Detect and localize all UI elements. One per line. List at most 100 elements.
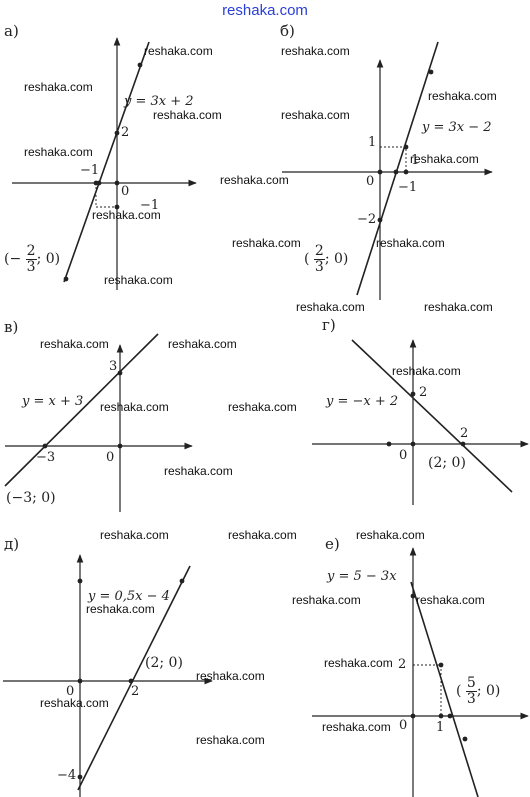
graph-v (4, 333, 193, 512)
graph-d-equation: y = 0,5x − 4 (88, 589, 170, 604)
site-header-link[interactable]: reshaka.com (222, 2, 308, 19)
watermark: reshaka.com (424, 300, 493, 314)
graph-d-point-origin (77, 678, 83, 684)
graph-b-point-origin (377, 169, 383, 175)
graph-b-function-line (356, 41, 439, 296)
watermark: reshaka.com (376, 236, 445, 250)
graph-v-origin-label: 0 (106, 450, 115, 465)
watermark: reshaka.com (428, 89, 497, 103)
graph-v-point-x-intercept (42, 443, 48, 449)
graph-e-origin-label: 0 (399, 718, 408, 733)
graph-b-tick-x: 1 (411, 153, 420, 168)
graph-v-point-origin (117, 443, 123, 449)
graph-e-point-one (438, 713, 444, 719)
graph-b-tick-y-neg: −2 (357, 212, 377, 227)
graph-a-tick-x-neg: −1 (80, 163, 100, 178)
graph-b-point-guide (403, 144, 409, 150)
watermark: reshaka.com (40, 337, 109, 351)
graph-e-point-guide (438, 662, 444, 668)
watermark: reshaka.com (164, 464, 233, 478)
graph-b-origin-label: 0 (366, 174, 375, 189)
graph-a-point-origin (114, 180, 120, 186)
watermark: reshaka.com (292, 593, 361, 607)
part-label-a: а) (4, 22, 19, 40)
graph-g-tick-y: 2 (419, 385, 428, 400)
graph-b-point-x-intercept (393, 169, 399, 175)
watermark: reshaka.com (232, 236, 301, 250)
watermark: reshaka.com (228, 400, 297, 414)
graph-d-origin-label: 0 (66, 684, 75, 699)
watermark: reshaka.com (196, 733, 265, 747)
watermark: reshaka.com (416, 593, 485, 607)
graph-e-tick-y: 2 (398, 657, 407, 672)
watermark: reshaka.com (324, 656, 393, 670)
graph-d-point-upper (179, 578, 185, 584)
watermark: reshaka.com (220, 173, 289, 187)
watermark: reshaka.com (392, 364, 461, 378)
graph-v-point-label: (−3; 0) (6, 490, 56, 506)
graph-g-point-x-intercept (460, 441, 466, 447)
graph-a-point-neg-one (93, 180, 99, 186)
graph-d-point-y-intercept (77, 774, 83, 780)
graph-g-point-origin (410, 441, 416, 447)
graph-b-tick-x-neg: −1 (398, 180, 418, 195)
graph-g-origin-label: 0 (399, 448, 408, 463)
graph-b-point-upper (428, 69, 434, 75)
graph-b-point-one (403, 169, 409, 175)
graph-v-tick-x-neg: −3 (36, 450, 56, 465)
graph-g-equation: y = −x + 2 (326, 394, 399, 409)
watermark: reshaka.com (322, 720, 391, 734)
graph-a-point-neg-y (114, 204, 120, 210)
watermark: reshaka.com (410, 152, 479, 166)
graph-e-guide-lines (413, 664, 442, 716)
graph-b-tick-y: 1 (368, 135, 377, 150)
watermark: reshaka.com (296, 300, 365, 314)
graph-a-equation: y = 3x + 2 (124, 94, 194, 109)
watermark: reshaka.com (153, 108, 222, 122)
part-label-e: е) (325, 535, 340, 553)
watermark: reshaka.com (86, 602, 155, 616)
graph-a-tick-y-neg: −1 (140, 198, 160, 213)
part-label-g: г) (322, 316, 336, 334)
graph-g-point-left (386, 441, 392, 447)
graph-a-point-lower (63, 276, 69, 282)
graph-e-function-line (410, 581, 479, 797)
graph-a-function-line (63, 41, 150, 283)
watermark: reshaka.com (104, 273, 173, 287)
graph-d-function-line (77, 565, 191, 791)
graph-a-point-upper (137, 62, 143, 68)
watermark: reshaka.com (168, 337, 237, 351)
graph-g-function-line (351, 339, 513, 493)
watermark: reshaka.com (228, 528, 297, 542)
graph-v-equation: y = x + 3 (22, 394, 84, 409)
watermark: reshaka.com (24, 80, 93, 94)
graph-e-point-origin (410, 713, 416, 719)
graph-a-point-y-intercept (114, 130, 120, 136)
watermark: reshaka.com (196, 669, 265, 683)
graph-g-point-y-intercept (410, 391, 416, 397)
graph-a-tick-y: 2 (121, 125, 130, 140)
graph-a (12, 37, 197, 290)
part-label-d: д) (4, 535, 20, 553)
part-label-v: в) (4, 318, 19, 336)
graph-d-point-label: (2; 0) (145, 655, 183, 671)
graph-e-point-x-intercept (447, 713, 453, 719)
watermark: reshaka.com (281, 108, 350, 122)
part-label-b: б) (280, 22, 295, 40)
graph-d (3, 554, 213, 797)
graph-a-origin-label: 0 (121, 184, 130, 199)
graph-b-guide-lines (380, 146, 407, 172)
graph-e-tick-x: 1 (436, 720, 445, 735)
graph-e-equation: y = 5 − 3x (327, 569, 397, 584)
graph-e-point-lower (462, 736, 468, 742)
graph-v-point-y-intercept (117, 370, 123, 376)
watermark: reshaka.com (356, 528, 425, 542)
graph-d-point-x-intercept (128, 678, 134, 684)
graph-v-function-line (4, 333, 159, 487)
watermark: reshaka.com (281, 44, 350, 58)
watermark: reshaka.com (100, 528, 169, 542)
watermark: reshaka.com (92, 208, 161, 222)
